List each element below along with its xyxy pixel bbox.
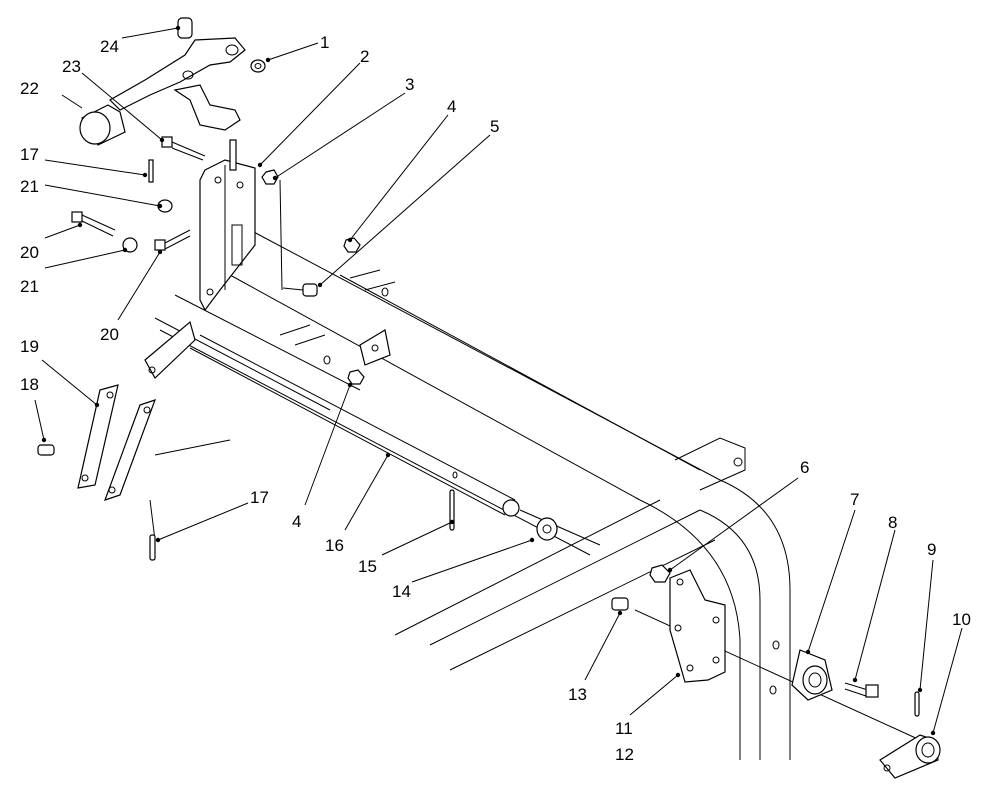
callout-8: 8	[888, 513, 897, 532]
part-2-bracket	[199, 139, 256, 312]
callout-21-upper: 21	[20, 177, 39, 196]
callout-10: 10	[952, 610, 971, 629]
part-11-12-bracket	[669, 569, 726, 683]
pedal-arm	[109, 37, 246, 111]
callout-24: 24	[100, 37, 119, 56]
part-4-nut-upper	[343, 237, 361, 253]
callout-17-lower: 17	[250, 488, 269, 507]
callout-11: 11	[615, 719, 633, 738]
part-23-bolt	[161, 136, 206, 161]
part-7-bearing	[791, 649, 833, 701]
part-6-nut	[649, 564, 671, 583]
leader-lines	[34, 27, 963, 734]
callout-4-upper: 4	[447, 97, 456, 116]
callout-16: 16	[325, 536, 344, 555]
part-14-washer	[536, 517, 558, 541]
part-16-rod	[189, 334, 520, 517]
callout-23: 23	[62, 57, 81, 76]
callout-21-lower: 21	[20, 277, 39, 296]
callout-labels: 1 2 3 4 5 24 23 22 17 21 20 21 20 19 18 …	[20, 33, 971, 764]
part-19-links	[77, 320, 196, 501]
part-13-bolt	[611, 597, 629, 611]
part-9-pin	[914, 691, 920, 717]
part-20-bolt-lower	[154, 229, 191, 251]
part-22-knob	[79, 104, 126, 146]
part-17-pin-upper	[148, 159, 154, 183]
part-1-washer	[250, 59, 266, 73]
callout-17-upper: 17	[20, 145, 39, 164]
callout-2: 2	[360, 47, 369, 66]
callout-13: 13	[568, 685, 587, 704]
callout-14: 14	[392, 582, 411, 601]
callout-6: 6	[800, 458, 809, 477]
part-10-arm	[879, 734, 941, 779]
callout-5: 5	[490, 117, 499, 136]
callout-12: 12	[615, 745, 634, 764]
callout-4-lower: 4	[292, 512, 301, 531]
part-17-cotter-lower	[149, 534, 156, 561]
callout-9: 9	[927, 540, 936, 559]
callout-15: 15	[358, 557, 377, 576]
part-20-bolt-upper	[71, 211, 116, 237]
part-4-nut-lower	[347, 369, 365, 385]
callout-7: 7	[850, 490, 859, 509]
callout-3: 3	[405, 75, 414, 94]
leader-dots	[41, 25, 936, 736]
part-3-nut	[261, 169, 279, 185]
part-5-bolt	[282, 283, 318, 297]
frame	[154, 229, 791, 760]
callout-19: 19	[20, 337, 39, 356]
part-15-cotter	[449, 489, 455, 531]
callout-20-upper: 20	[20, 243, 39, 262]
callout-18: 18	[20, 375, 39, 394]
callout-1: 1	[320, 33, 329, 52]
callout-20-lower: 20	[100, 325, 119, 344]
callout-22: 22	[20, 79, 39, 98]
part-18-pin	[37, 444, 55, 456]
part-8-bolt	[844, 682, 879, 698]
